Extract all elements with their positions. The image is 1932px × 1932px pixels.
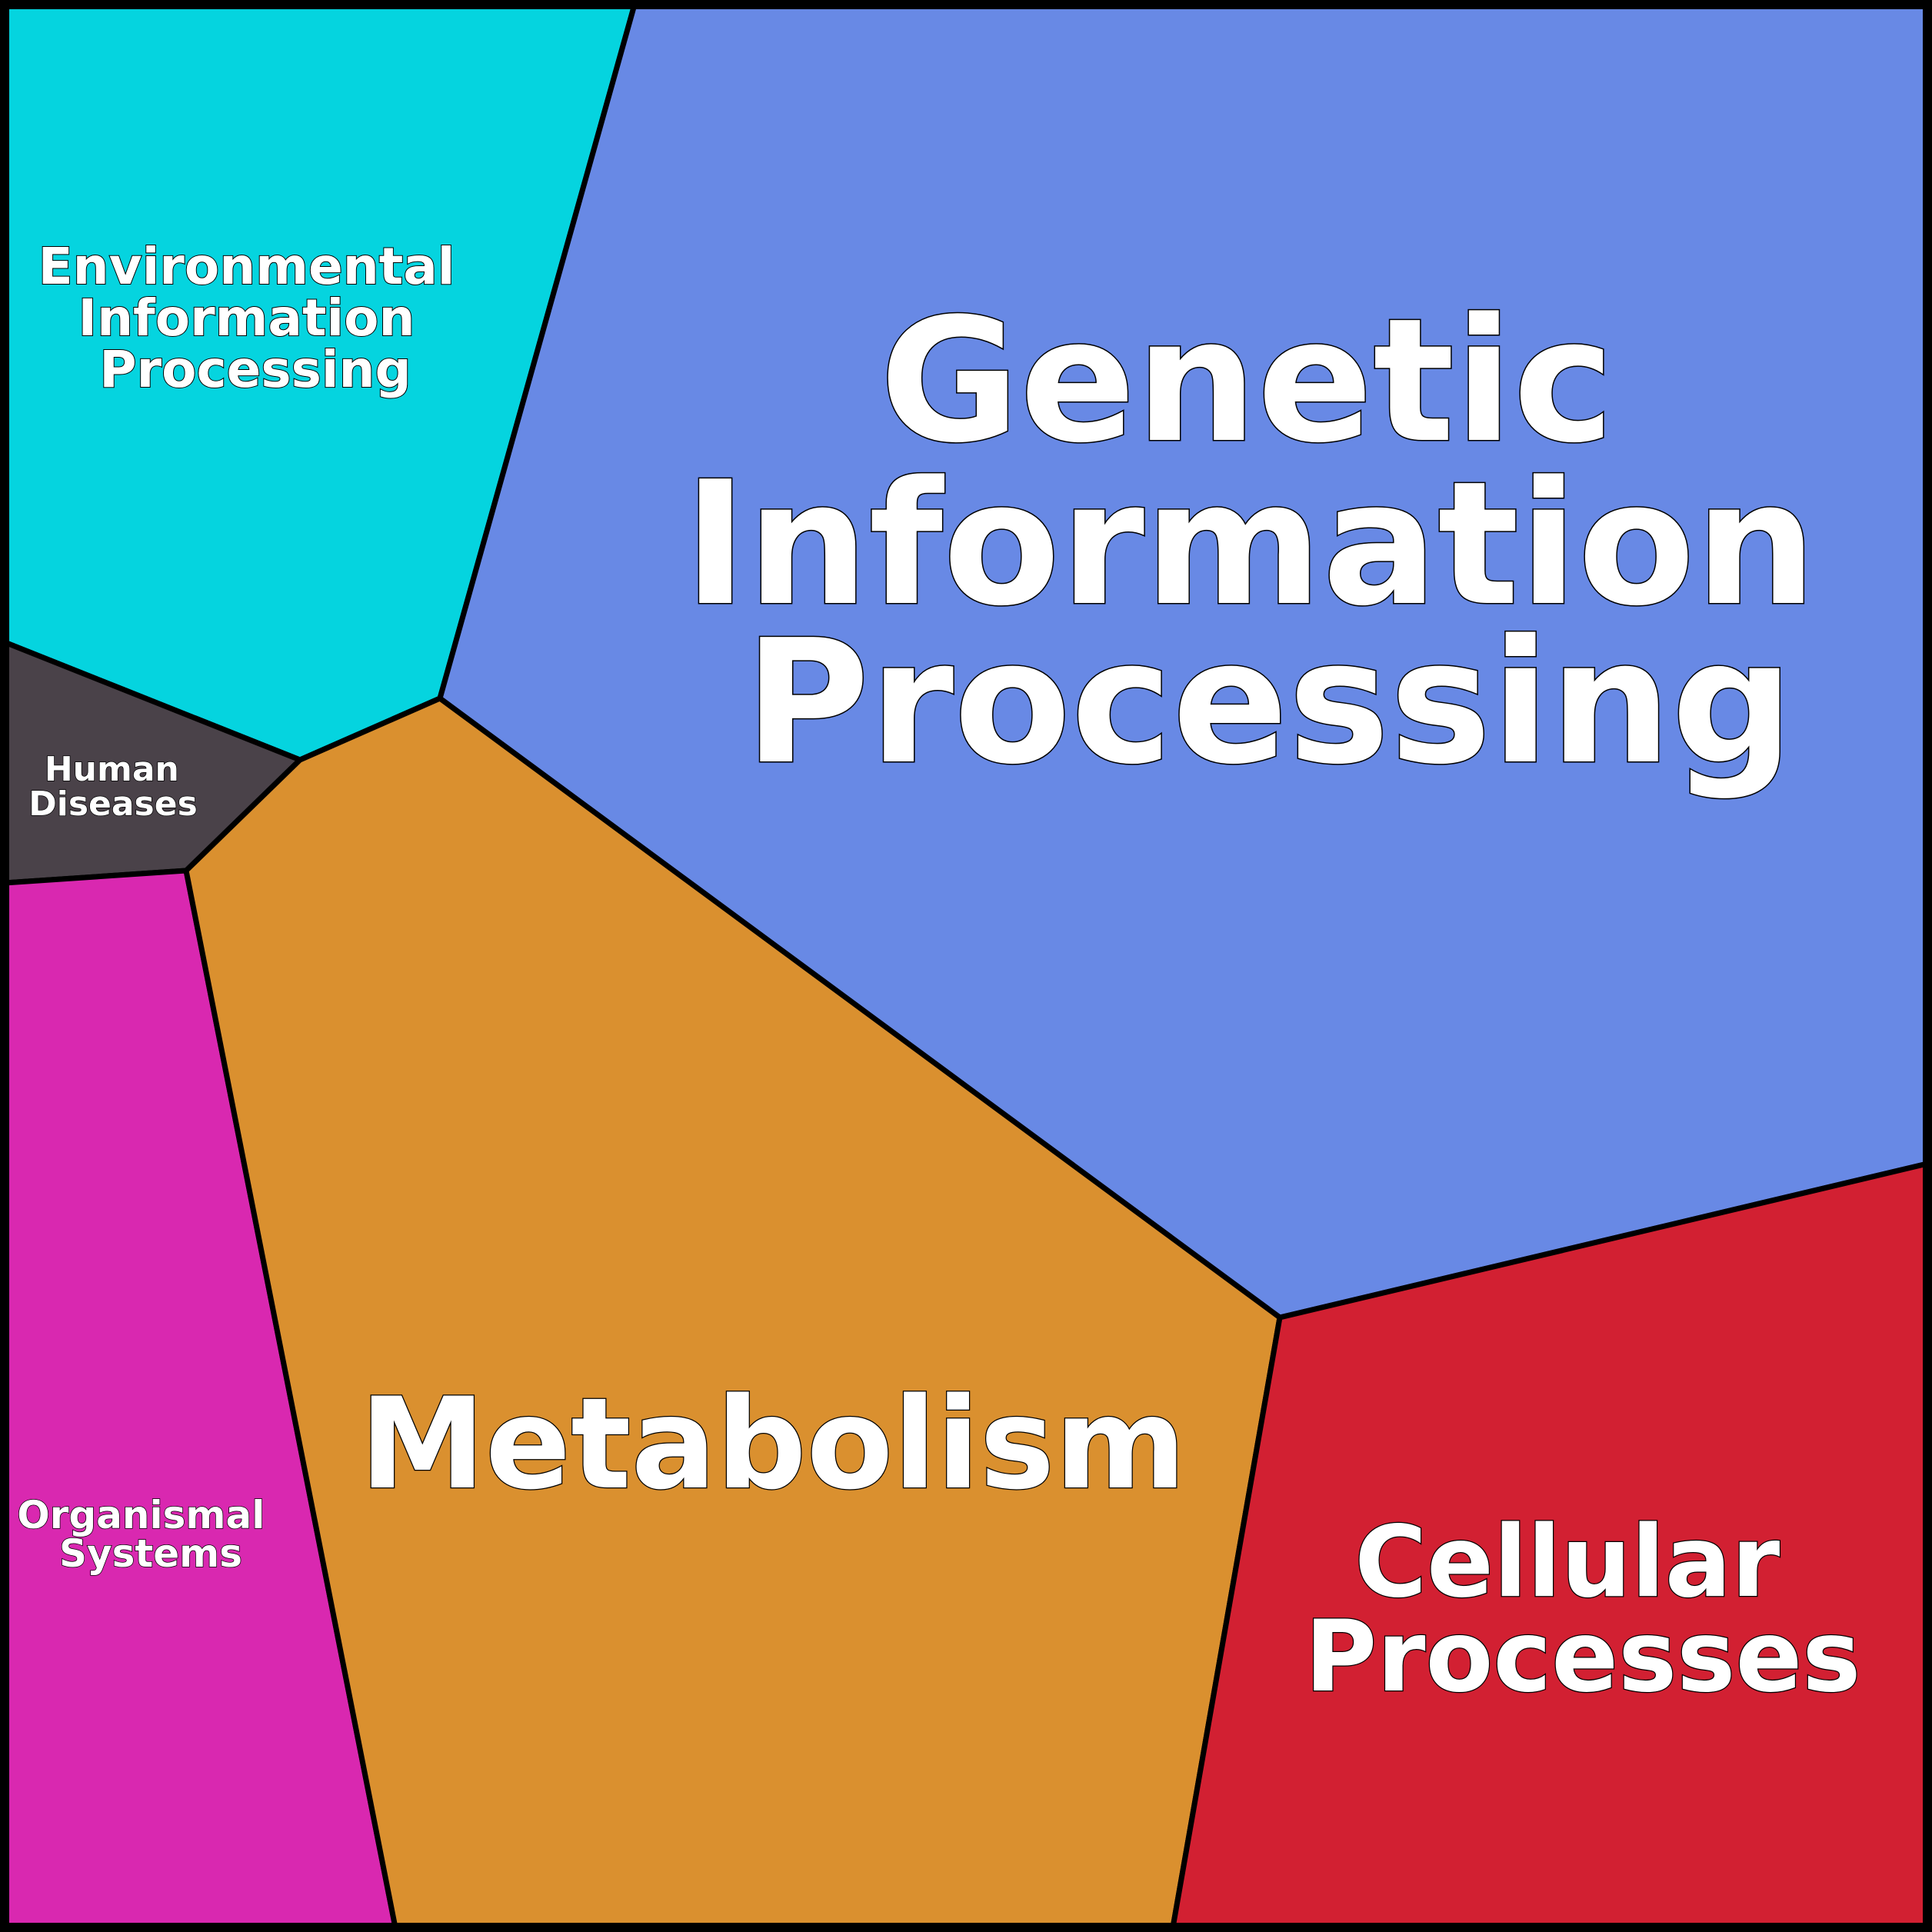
label-organismal-systems: Organismal Systems [17, 1493, 278, 1576]
label-line: Metabolism [360, 1371, 1187, 1517]
label-line: Organismal [17, 1493, 265, 1537]
label-line: Environmental [38, 237, 455, 296]
label-line: Processing [99, 340, 411, 399]
label-human-diseases: Human Diseases [28, 750, 198, 824]
label-cellular-processes: Cellular Processes [1305, 1505, 1861, 1714]
label-genetic-information-processing: Genetic Information Processing [684, 282, 1876, 802]
label-environmental-information-processing: Environmental Information Processing [38, 237, 473, 399]
label-line: Information [78, 288, 415, 348]
label-line: Diseases [28, 784, 198, 824]
label-line: Systems [59, 1531, 242, 1576]
label-line: Processing [744, 604, 1794, 802]
label-metabolism: Metabolism [360, 1371, 1187, 1517]
label-line: Cellular [1354, 1505, 1780, 1620]
label-line: Information [684, 445, 1817, 644]
label-line: Human [45, 750, 179, 789]
label-line: Processes [1305, 1600, 1861, 1714]
label-line: Genetic [880, 282, 1614, 481]
